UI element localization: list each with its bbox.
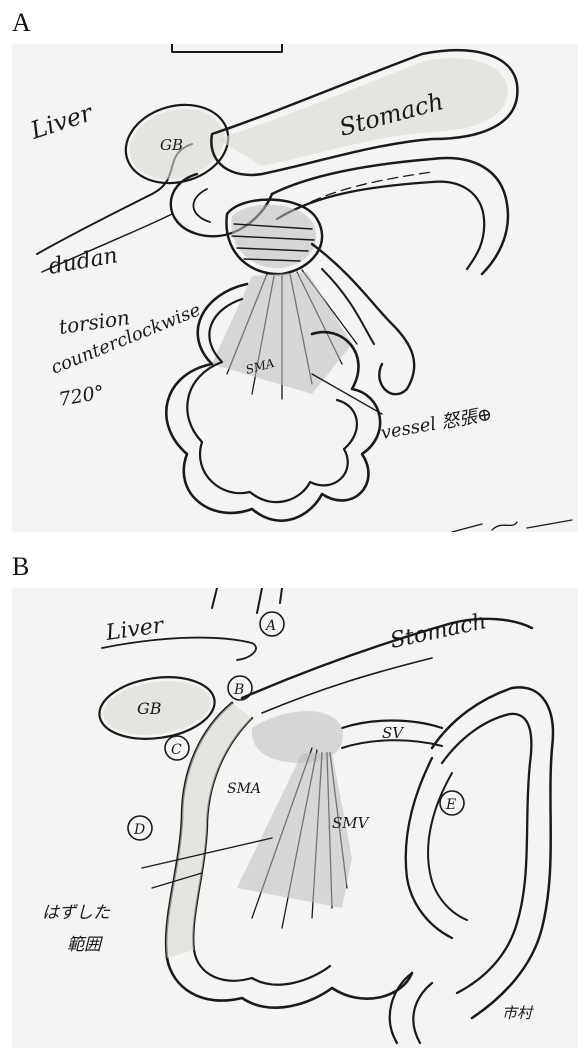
label-sma-b: SMA bbox=[227, 781, 261, 797]
panel-a-drawing: Liver GB Stomach dudan torsion countercl… bbox=[12, 44, 578, 532]
svg-text:C: C bbox=[171, 742, 182, 758]
label-gb-a: GB bbox=[160, 136, 183, 154]
marker-b: B bbox=[228, 676, 252, 700]
label-stomach-b: Stomach bbox=[388, 609, 489, 654]
label-sv: SV bbox=[382, 724, 405, 742]
label-smv: SMV bbox=[332, 814, 371, 832]
marker-c: C bbox=[165, 736, 189, 760]
label-torsion-3: 720° bbox=[57, 381, 106, 411]
marker-d: D bbox=[128, 816, 152, 840]
svg-text:B: B bbox=[233, 682, 244, 698]
panel-b-drawing: A B C D E Liver GB Stomach SV SMA SMV はず… bbox=[12, 588, 578, 1048]
panel-b-sketch: A B C D E Liver GB Stomach SV SMA SMV はず… bbox=[12, 588, 578, 1048]
marker-e: E bbox=[440, 791, 464, 815]
label-liver-a: Liver bbox=[26, 98, 97, 145]
svg-text:E: E bbox=[445, 797, 456, 813]
label-note-1: はずした bbox=[42, 903, 111, 923]
svg-text:D: D bbox=[133, 822, 145, 838]
panel-a-sketch: Liver GB Stomach dudan torsion countercl… bbox=[12, 44, 578, 532]
marker-a: A bbox=[260, 612, 284, 636]
label-vessel-a: vessel 怒張⊕ bbox=[379, 404, 493, 444]
label-note-2: 範囲 bbox=[67, 935, 103, 955]
panel-a-letter: A bbox=[12, 8, 31, 38]
stomach-b bbox=[242, 619, 532, 698]
label-duodenum-a: dudan bbox=[47, 243, 120, 280]
colon-b bbox=[432, 687, 553, 1018]
label-signature: 市村 bbox=[502, 1004, 534, 1022]
panel-b-letter: B bbox=[12, 552, 29, 582]
label-gb-b: GB bbox=[137, 699, 162, 718]
label-liver-b: Liver bbox=[103, 613, 166, 646]
svg-text:A: A bbox=[264, 618, 276, 634]
colon-a bbox=[272, 158, 508, 274]
